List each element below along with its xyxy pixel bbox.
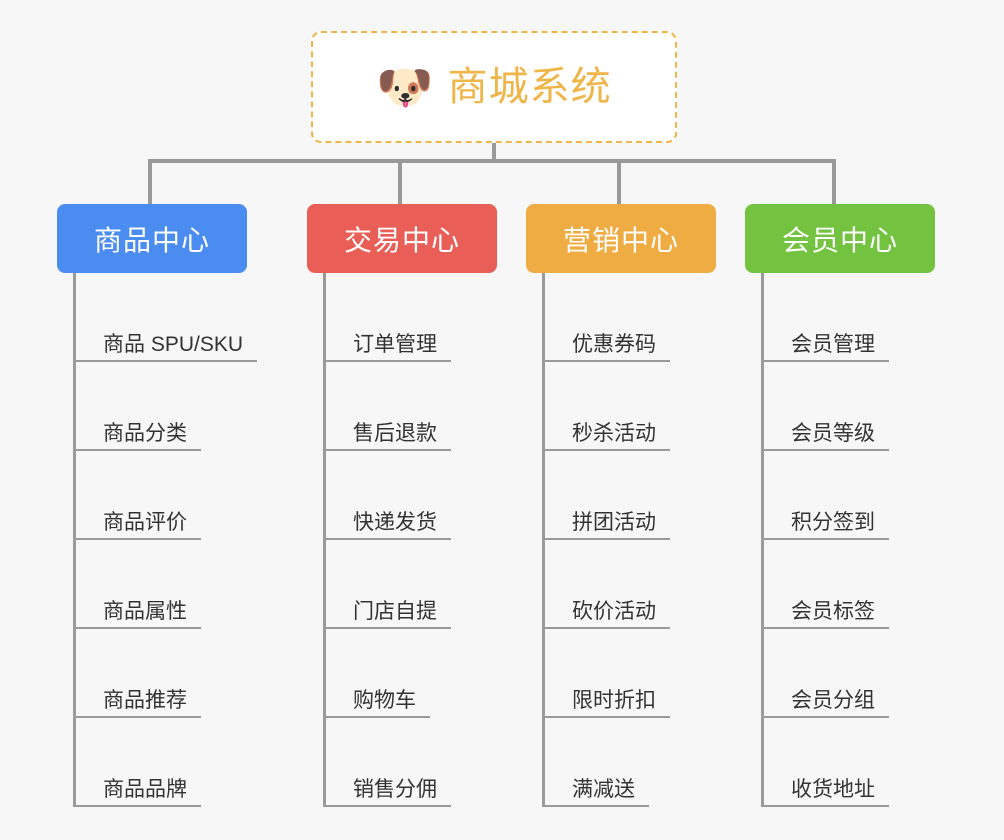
leaf-label: 会员管理: [761, 333, 889, 362]
leaf-item[interactable]: 商品属性: [73, 540, 247, 629]
leaf-item[interactable]: 会员标签: [761, 540, 935, 629]
branch-header-label-2: 营销中心: [562, 224, 679, 256]
leaf-item[interactable]: 售后退款: [323, 362, 497, 451]
connector-drop-商品中心: [148, 159, 152, 204]
leaf-item[interactable]: 秒杀活动: [542, 362, 716, 451]
leaf-item[interactable]: 会员分组: [761, 629, 935, 718]
leaf-item[interactable]: 商品 SPU/SKU: [73, 273, 258, 362]
leaf-list-2: 优惠券码 秒杀活动 拼团活动 砍价活动 限时折扣 满减送: [542, 273, 716, 807]
leaf-label: 砍价活动: [542, 600, 670, 629]
leaf-item[interactable]: 收货地址: [761, 718, 935, 807]
leaf-item[interactable]: 商品品牌: [73, 718, 247, 807]
leaf-item[interactable]: 砍价活动: [542, 540, 716, 629]
leaf-label: 会员分组: [761, 689, 889, 718]
leaf-item[interactable]: 购物车: [323, 629, 497, 718]
branch-column-3: 会员中心 会员管理 会员等级 积分签到 会员标签 会员分组 收货地址: [745, 204, 935, 807]
branch-header-1[interactable]: 交易中心: [307, 204, 497, 273]
leaf-label: 收货地址: [761, 778, 889, 807]
leaf-item[interactable]: 快递发货: [323, 451, 497, 540]
connector-drop-交易中心: [398, 159, 402, 204]
leaf-list-3: 会员管理 会员等级 积分签到 会员标签 会员分组 收货地址: [761, 273, 935, 807]
leaf-item[interactable]: 商品评价: [73, 451, 247, 540]
leaf-label: 快递发货: [323, 511, 451, 540]
leaf-label: 商品分类: [73, 422, 201, 451]
leaf-label: 优惠券码: [542, 333, 670, 362]
branch-column-0: 商品中心 商品 SPU/SKU 商品分类 商品评价 商品属性 商品推荐 商品品牌: [57, 204, 258, 807]
leaf-label: 会员等级: [761, 422, 889, 451]
leaf-label: 拼团活动: [542, 511, 670, 540]
leaf-label: 门店自提: [323, 600, 451, 629]
leaf-label: 会员标签: [761, 600, 889, 629]
leaf-label: 购物车: [323, 689, 430, 718]
leaf-item[interactable]: 商品分类: [73, 362, 247, 451]
connector-horizontal-bus: [148, 159, 836, 163]
leaf-item[interactable]: 限时折扣: [542, 629, 716, 718]
leaf-item[interactable]: 订单管理: [323, 273, 497, 362]
leaf-label: 商品推荐: [73, 689, 201, 718]
leaf-label: 商品 SPU/SKU: [73, 333, 258, 362]
leaf-item[interactable]: 商品推荐: [73, 629, 247, 718]
leaf-label: 满减送: [542, 778, 649, 807]
leaf-item[interactable]: 会员等级: [761, 362, 935, 451]
leaf-item[interactable]: 销售分佣: [323, 718, 497, 807]
leaf-label: 积分签到: [761, 511, 889, 540]
leaf-label: 销售分佣: [323, 778, 451, 807]
leaf-item[interactable]: 优惠券码: [542, 273, 716, 362]
root-node-mall-system[interactable]: 🐶 商城系统: [311, 31, 677, 143]
branch-column-1: 交易中心 订单管理 售后退款 快递发货 门店自提 购物车 销售分佣: [307, 204, 497, 807]
leaf-item[interactable]: 满减送: [542, 718, 716, 807]
leaf-list-0: 商品 SPU/SKU 商品分类 商品评价 商品属性 商品推荐 商品品牌: [73, 273, 258, 807]
branch-column-2: 营销中心 优惠券码 秒杀活动 拼团活动 砍价活动 限时折扣 满减送: [526, 204, 716, 807]
leaf-label: 限时折扣: [542, 689, 670, 718]
branch-header-0[interactable]: 商品中心: [57, 204, 247, 273]
shiba-dog-emoji: 🐶: [376, 61, 434, 113]
leaf-item[interactable]: 拼团活动: [542, 451, 716, 540]
leaf-label: 商品评价: [73, 511, 201, 540]
leaf-item[interactable]: 积分签到: [761, 451, 935, 540]
root-node-title: 商城系统: [447, 65, 612, 109]
leaf-list-1: 订单管理 售后退款 快递发货 门店自提 购物车 销售分佣: [323, 273, 497, 807]
branch-header-2[interactable]: 营销中心: [526, 204, 716, 273]
leaf-label: 商品属性: [73, 600, 201, 629]
leaf-item[interactable]: 门店自提: [323, 540, 497, 629]
connector-drop-营销中心: [617, 159, 621, 204]
branch-header-label-3: 会员中心: [781, 224, 898, 256]
connector-drop-会员中心: [832, 159, 836, 204]
connector-root-stem: [492, 143, 496, 162]
leaf-label: 售后退款: [323, 422, 451, 451]
leaf-item[interactable]: 会员管理: [761, 273, 935, 362]
branch-header-3[interactable]: 会员中心: [745, 204, 935, 273]
branch-header-label-0: 商品中心: [93, 224, 210, 256]
branch-header-label-1: 交易中心: [343, 224, 460, 256]
leaf-label: 商品品牌: [73, 778, 201, 807]
leaf-label: 秒杀活动: [542, 422, 670, 451]
leaf-label: 订单管理: [323, 333, 451, 362]
